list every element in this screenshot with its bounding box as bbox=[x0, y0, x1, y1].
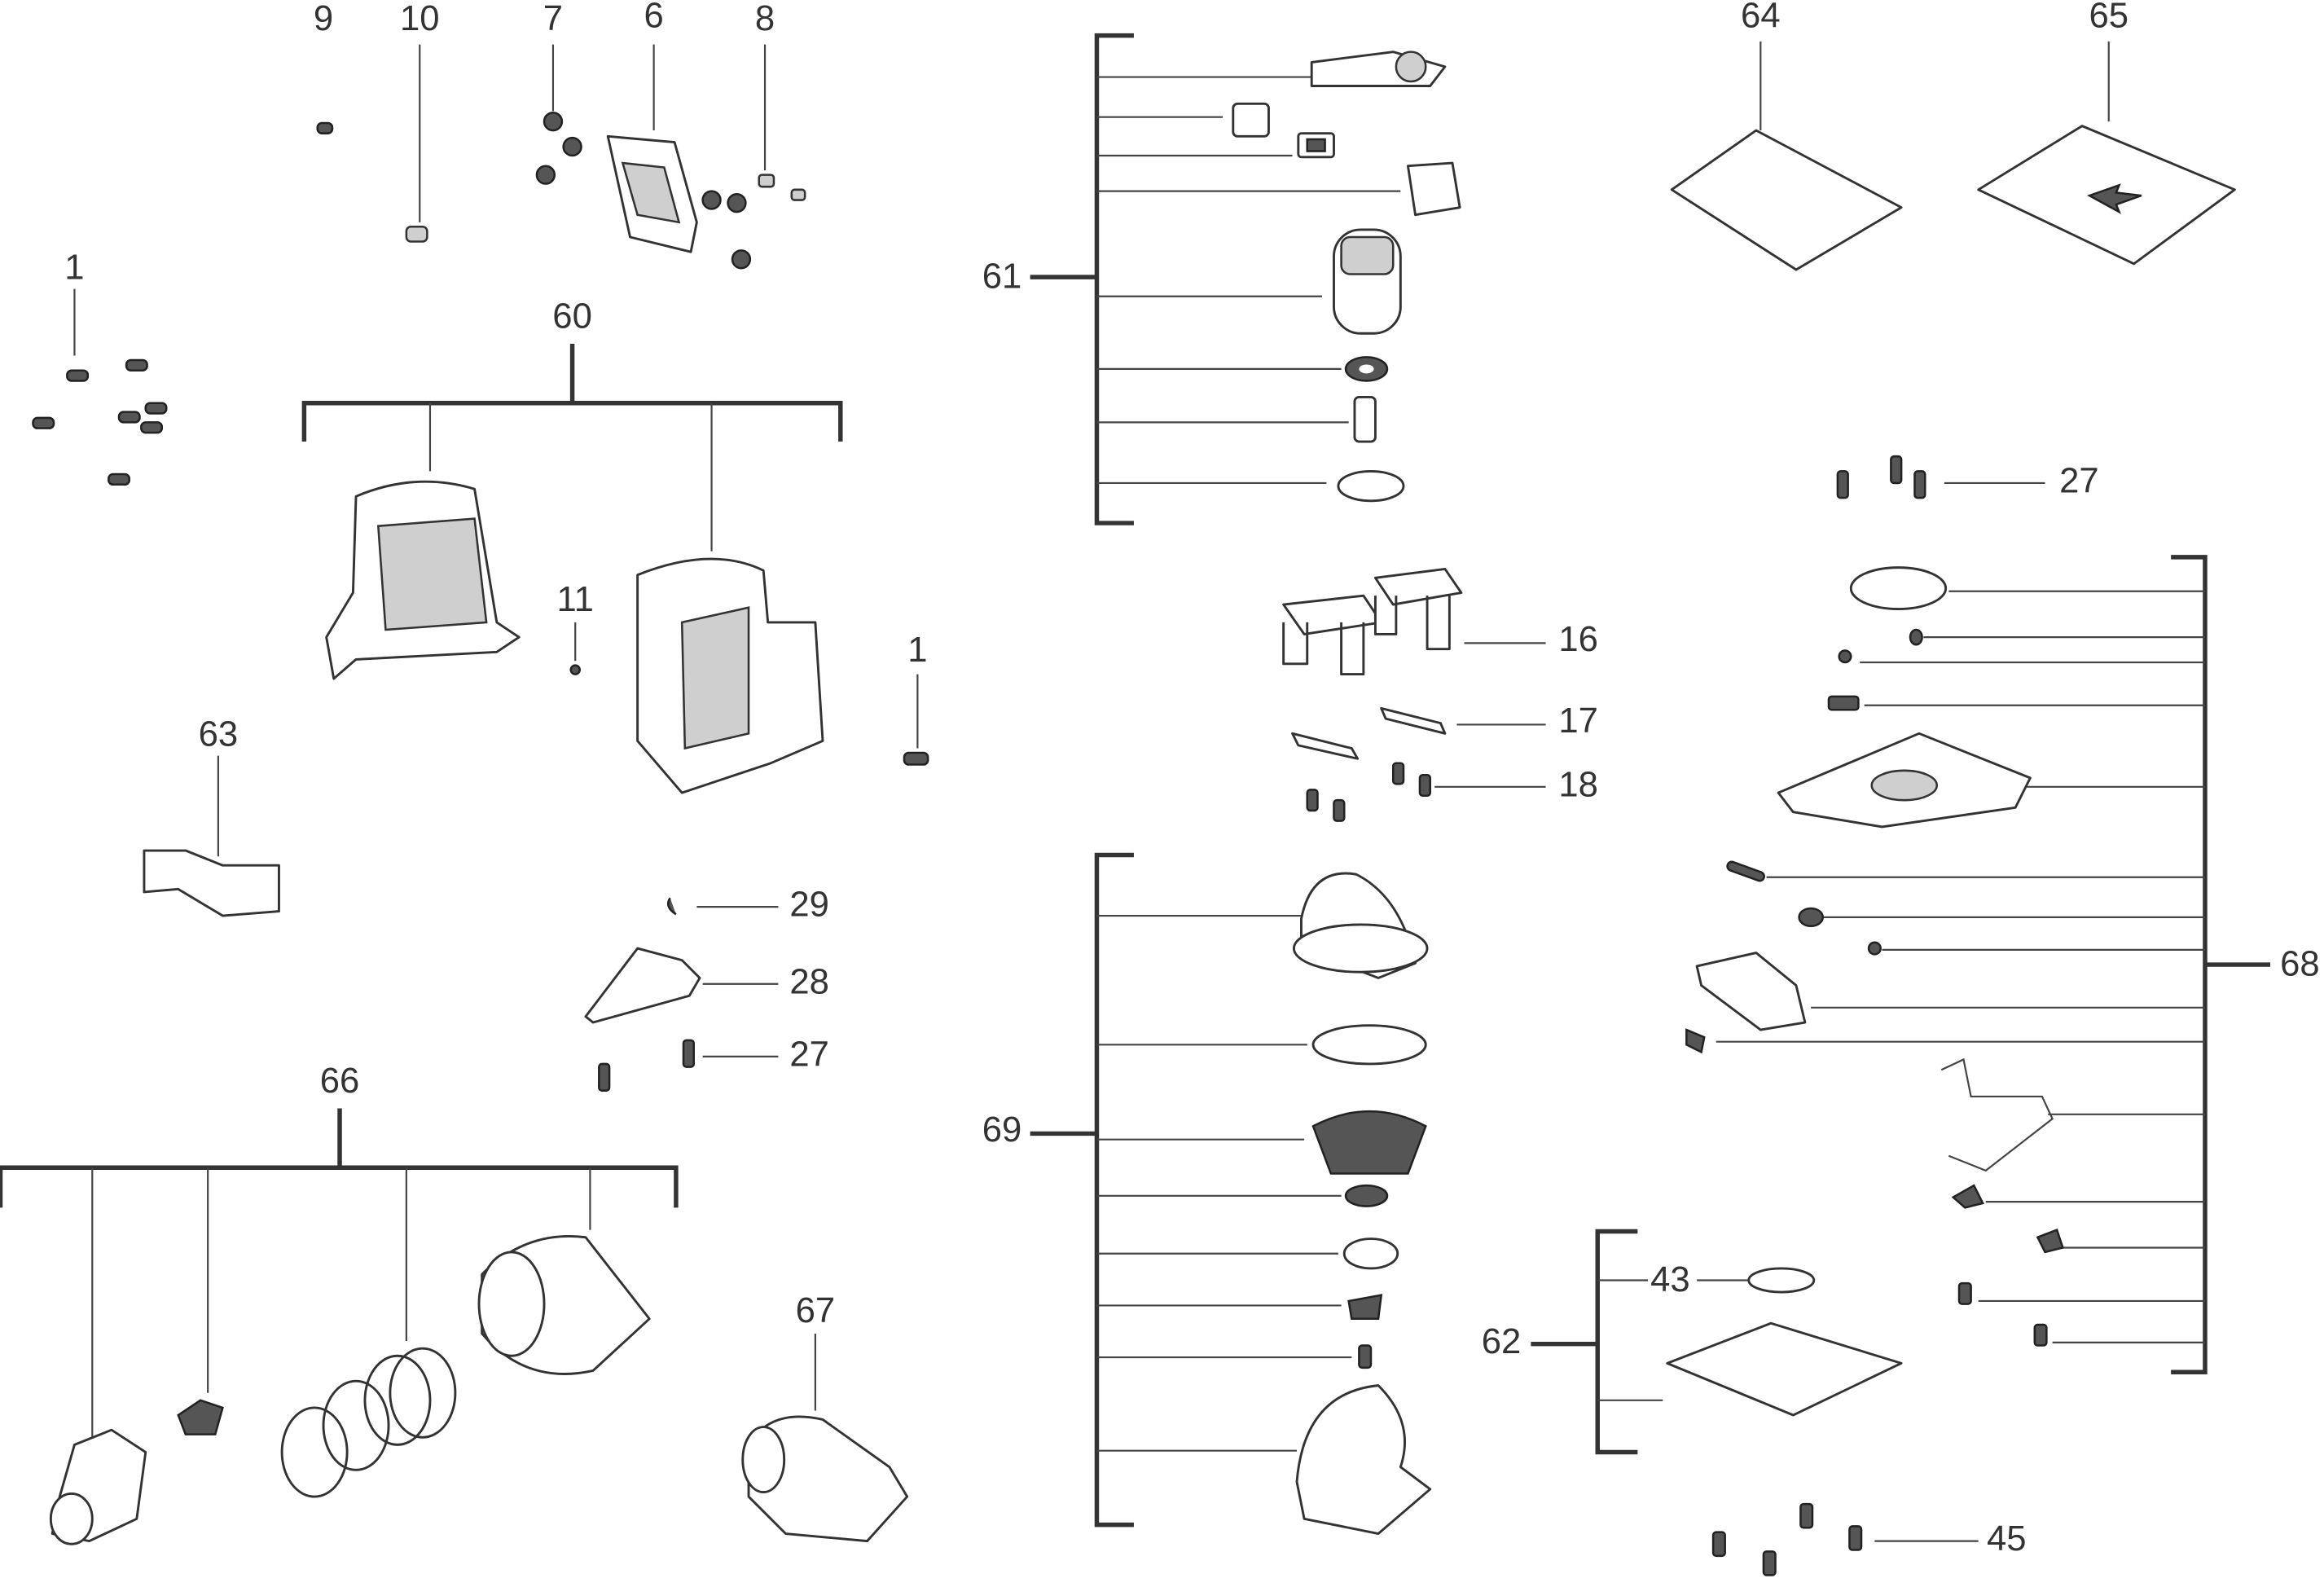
bracket-lines bbox=[0, 33, 2271, 1528]
callout-67: 67 bbox=[796, 1290, 836, 1330]
callout-27: 27 bbox=[789, 1034, 829, 1074]
callout-63: 63 bbox=[199, 714, 239, 754]
callout-43: 43 bbox=[1650, 1259, 1690, 1299]
callout-64: 64 bbox=[1741, 0, 1781, 35]
callout-27-right: 27 bbox=[2059, 460, 2099, 500]
callout-66: 66 bbox=[320, 1061, 360, 1101]
callout-68: 68 bbox=[2280, 943, 2320, 983]
callout-11: 11 bbox=[557, 579, 594, 619]
callout-1-right: 1 bbox=[907, 630, 927, 670]
callout-17: 17 bbox=[1558, 701, 1598, 741]
leader-lines bbox=[73, 41, 2205, 1542]
callout-18: 18 bbox=[1558, 764, 1598, 804]
callout-29: 29 bbox=[789, 885, 829, 925]
callout-10: 10 bbox=[400, 0, 440, 38]
callout-9: 9 bbox=[314, 0, 333, 38]
callout-28: 28 bbox=[789, 961, 829, 1001]
parts bbox=[32, 51, 2236, 1576]
callout-65: 65 bbox=[2089, 0, 2129, 35]
callout-62: 62 bbox=[1482, 1321, 1522, 1361]
callout-69: 69 bbox=[982, 1110, 1022, 1150]
callout-6: 6 bbox=[644, 0, 663, 35]
callout-7: 7 bbox=[543, 0, 563, 38]
callout-60: 60 bbox=[552, 297, 592, 336]
callout-1: 1 bbox=[64, 248, 84, 288]
callout-16: 16 bbox=[1558, 619, 1598, 659]
callout-labels: 9 10 7 6 8 1 60 11 1 63 29 28 27 66 67 6… bbox=[64, 0, 2319, 1558]
callout-61: 61 bbox=[982, 256, 1022, 296]
callout-8: 8 bbox=[755, 0, 775, 38]
callout-45: 45 bbox=[1987, 1519, 2027, 1558]
